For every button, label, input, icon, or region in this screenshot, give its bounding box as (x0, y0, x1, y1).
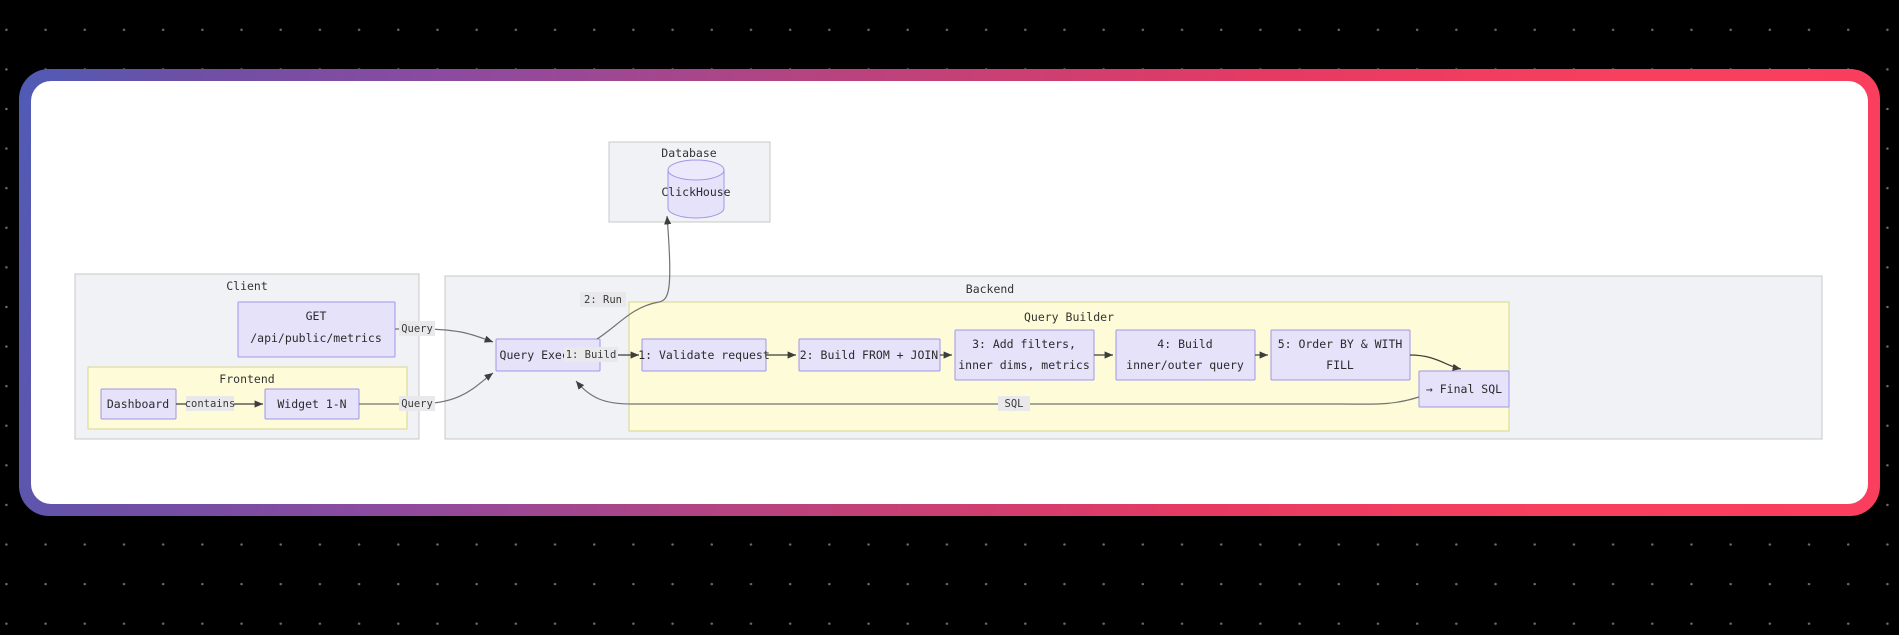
api-endpoint-path: /api/public/metrics (250, 331, 382, 345)
executor-to-builder-label: 1: Build (566, 349, 617, 361)
dashboard-label: Dashboard (107, 397, 169, 411)
api-query-label-bg (399, 321, 435, 336)
gradient-frame-border: Database ClickHouse Client GET /api/publ… (19, 69, 1880, 516)
step-1-node[interactable]: 1: Validate request (638, 338, 770, 372)
api-to-executor-label: Query (401, 323, 433, 335)
edge-executor-to-clickhouse: 2: Run (580, 215, 672, 340)
final-sql-label: → Final SQL (1426, 382, 1502, 396)
group-database: Database ClickHouse (608, 141, 771, 223)
query-builder-group-label: Query Builder (1024, 310, 1114, 324)
sql-return-label: SQL (1005, 398, 1024, 410)
step-1-label: 1: Validate request (638, 348, 770, 362)
step-4-label-line2: inner/outer query (1126, 358, 1244, 372)
contains-label: contains (185, 398, 236, 410)
step-2-label: 2: Build FROM + JOIN (800, 348, 939, 362)
edge-widget-to-executor: Query (359, 372, 494, 411)
edge-executor-to-builder: 1: Build (564, 347, 639, 362)
database-cylinder-icon (667, 169, 725, 219)
executor-to-clickhouse-label: 2: Run (584, 294, 622, 306)
widget-label: Widget 1-N (277, 397, 346, 411)
step-4-label-line1: 4: Build (1157, 337, 1212, 351)
step-5-label-line2: FILL (1326, 358, 1354, 372)
edge-contains: contains (176, 396, 263, 411)
dashboard-node[interactable]: Dashboard (100, 388, 177, 420)
database-group-label: Database (661, 146, 716, 160)
sql-label-bg (998, 396, 1030, 411)
final-sql-box (1418, 370, 1510, 408)
arrow-step5-finalsql (1409, 354, 1462, 371)
run-label-bg (580, 292, 626, 307)
step-5-label-line1: 5: Order BY & WITH (1278, 337, 1403, 351)
group-frontend: Frontend Dashboard Widget 1-N contains (87, 366, 408, 430)
edge-sql-return: SQL (575, 380, 1420, 411)
group-query-builder: Query Builder 1: Validate request 2: Bui… (628, 301, 1510, 432)
step-4-node[interactable]: 4: Build inner/outer query (1115, 329, 1256, 381)
group-client: Client GET /api/public/metrics Frontend … (74, 273, 420, 440)
step-5-node[interactable]: 5: Order BY & WITH FILL (1270, 329, 1411, 381)
step-3-node[interactable]: 3: Add filters, inner dims, metrics (954, 329, 1095, 381)
architecture-diagram: Database ClickHouse Client GET /api/publ… (74, 141, 1823, 440)
contains-label-bg (186, 396, 234, 411)
api-endpoint-method: GET (306, 309, 327, 323)
frontend-group-label: Frontend (219, 372, 274, 386)
step-3-label-line2: inner dims, metrics (958, 358, 1090, 372)
api-endpoint-node[interactable]: GET /api/public/metrics (237, 301, 396, 358)
sql-return-arrow (575, 380, 1420, 405)
widget-query-label-bg (399, 396, 435, 411)
step-2-node[interactable]: 2: Build FROM + JOIN (798, 338, 941, 372)
group-backend: Backend Query Executor Query Builder 1: … (444, 275, 1823, 440)
executor-to-clickhouse-arrow (596, 215, 672, 340)
widget-to-executor-label: Query (401, 398, 433, 410)
build-label-bg (564, 347, 618, 362)
clickhouse-node[interactable]: ClickHouse (661, 159, 731, 219)
backend-group-label: Backend (966, 282, 1014, 296)
widget-node[interactable]: Widget 1-N (264, 388, 360, 420)
clickhouse-label: ClickHouse (661, 185, 730, 199)
database-cylinder-top-icon (667, 159, 725, 181)
step-3-label-line1: 3: Add filters, (972, 337, 1076, 351)
client-group-label: Client (226, 279, 268, 293)
final-sql-node[interactable]: → Final SQL (1418, 370, 1510, 408)
diagram-card: Database ClickHouse Client GET /api/publ… (31, 81, 1868, 504)
edge-api-to-executor: Query (395, 321, 494, 343)
